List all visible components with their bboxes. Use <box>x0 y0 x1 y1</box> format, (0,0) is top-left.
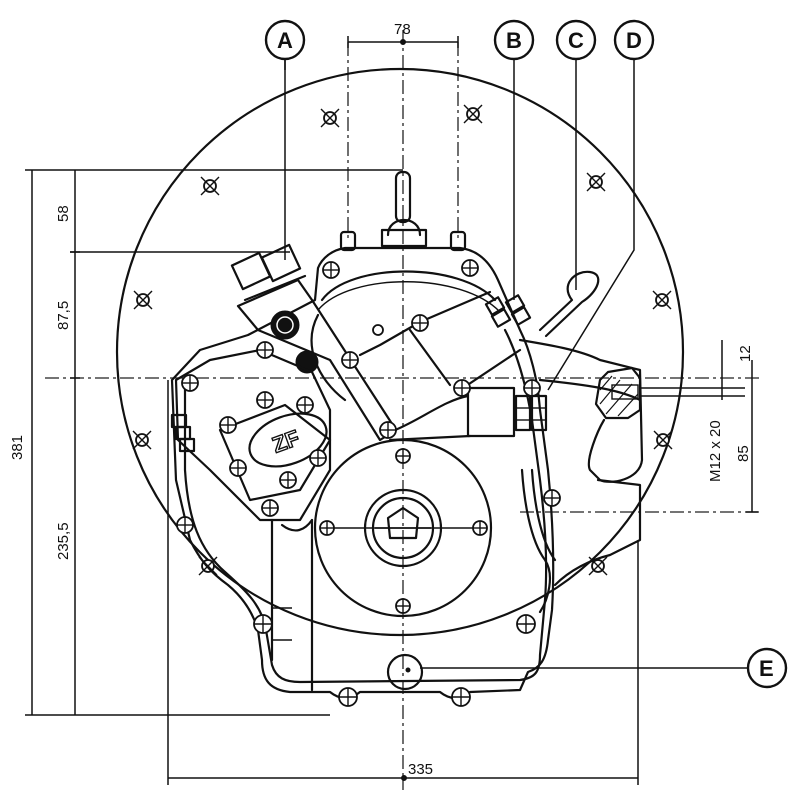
callout-b: B <box>493 19 535 61</box>
housing-bolts <box>176 259 561 707</box>
drain-plug <box>386 653 424 691</box>
lower-left-support <box>270 518 314 692</box>
dim-total-height: 381 <box>9 435 26 460</box>
center-lines <box>45 30 760 790</box>
flange-bolts <box>132 104 673 576</box>
svg-text:B: B <box>506 28 522 53</box>
output-flange <box>313 438 493 618</box>
gearbox-housing <box>170 246 644 700</box>
svg-text:A: A <box>277 28 293 53</box>
svg-text:E: E <box>759 656 774 681</box>
dim-thread-spec: M12 x 20 <box>707 420 724 482</box>
side-bolt-stacks <box>484 294 548 432</box>
dim-right-offset: 85 <box>735 445 752 462</box>
dim-upper-offset: 58 <box>55 205 72 222</box>
zf-logo-text: ZF <box>269 425 303 458</box>
dim-top-width: 78 <box>394 21 411 38</box>
svg-text:C: C <box>568 28 584 53</box>
zf-logo-oval <box>248 412 328 468</box>
dim-middle-offset: 87,5 <box>55 301 72 330</box>
callout-a: A <box>264 19 306 70</box>
svg-text:D: D <box>626 28 642 53</box>
control-valve-block: ZF <box>170 243 398 522</box>
threaded-boss <box>594 366 642 420</box>
callout-d: D <box>613 19 655 61</box>
dim-bottom-width: 335 <box>408 761 433 778</box>
top-breather <box>339 170 467 252</box>
dim-right-small: 12 <box>737 345 754 362</box>
dimension-lines <box>25 30 758 785</box>
callout-c: C <box>555 19 597 61</box>
flywheel-housing-circle <box>115 67 685 637</box>
dipstick <box>538 270 600 338</box>
callout-e: E <box>746 647 788 689</box>
dim-lower-offset: 235,5 <box>55 522 72 560</box>
